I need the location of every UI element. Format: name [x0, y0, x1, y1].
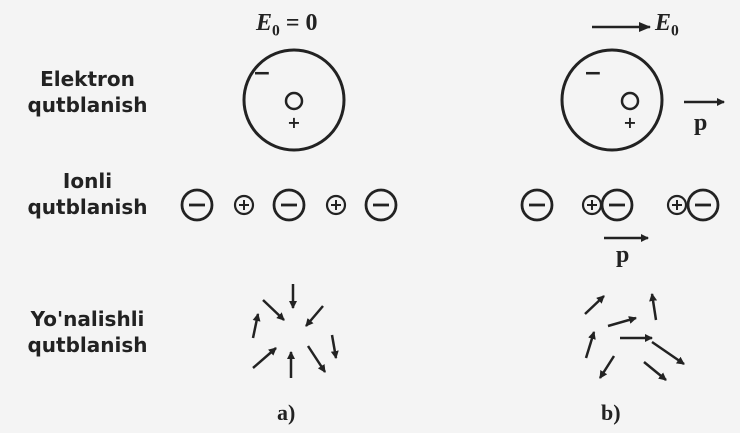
field-subscript-b: 0	[671, 22, 679, 40]
anion	[520, 188, 554, 222]
dipole-arrow	[584, 295, 605, 315]
cation	[666, 194, 688, 216]
electron-cloud-b	[560, 48, 664, 152]
dipole-arrow	[306, 345, 327, 373]
dipole-arrow	[607, 316, 637, 328]
field-zero-label: E0 = 0	[256, 10, 318, 40]
nucleus-plus-a: +	[287, 113, 300, 132]
ion-chain-polarized	[520, 188, 720, 222]
dipole-arrow	[584, 331, 596, 359]
label-orientational-line1: Yo'nalishli	[30, 307, 145, 331]
field-equation-rest: = 0	[279, 10, 318, 36]
panel-label-b: b)	[601, 400, 621, 425]
anion	[272, 188, 306, 222]
atom-polarized: − +	[560, 48, 664, 152]
field-symbol-a: E	[256, 10, 273, 36]
electron-cloud-a	[242, 48, 346, 152]
label-orientational-polarization: Yo'nalishli qutblanish	[0, 306, 175, 358]
dipole-arrow	[251, 313, 261, 339]
label-ionic-polarization: Ionli qutblanish	[0, 168, 175, 220]
electron-minus-b: −	[584, 61, 602, 86]
dipole-symbol-electron: p	[694, 110, 708, 136]
cation	[233, 194, 255, 216]
anion	[180, 188, 214, 222]
ion-chain-unpolarized	[180, 188, 398, 222]
anion	[364, 188, 398, 222]
dipole-label-electron: p	[694, 110, 707, 137]
dipoles-aligned	[584, 293, 685, 381]
label-ionic-line2: qutblanish	[27, 195, 148, 219]
field-symbol-b: E	[655, 10, 672, 36]
nucleus-a	[284, 91, 304, 111]
dipole-arrow	[643, 361, 667, 381]
field-subscript-a: 0	[272, 22, 280, 40]
dipoles-random	[251, 284, 339, 378]
cation	[325, 194, 347, 216]
dipole-arrow	[330, 334, 339, 359]
dipole-arrow	[598, 355, 616, 379]
dipole-label-ionic: p	[616, 242, 629, 269]
nucleus-b	[620, 91, 640, 111]
dipole-arrow	[305, 305, 324, 327]
dipole-arrow	[252, 347, 277, 369]
dipole-symbol-ionic: p	[616, 242, 630, 268]
dipole-arrow	[262, 299, 285, 321]
label-orientational-line2: qutblanish	[27, 333, 148, 357]
field-applied-label: E0	[655, 10, 679, 40]
dipole-arrow	[649, 293, 658, 321]
atom-unpolarized: − +	[242, 48, 346, 152]
anion	[600, 188, 634, 222]
panel-label-a: a)	[277, 400, 296, 425]
cation	[581, 194, 603, 216]
label-electron-line2: qutblanish	[27, 93, 148, 117]
nucleus-plus-b: +	[623, 113, 636, 132]
label-electron-line1: Elektron	[40, 67, 135, 91]
anion	[686, 188, 720, 222]
label-electron-polarization: Elektron qutblanish	[0, 66, 175, 118]
dipole-arrow	[651, 340, 685, 366]
label-ionic-line1: Ionli	[62, 169, 113, 193]
electron-minus-a: −	[253, 61, 271, 86]
